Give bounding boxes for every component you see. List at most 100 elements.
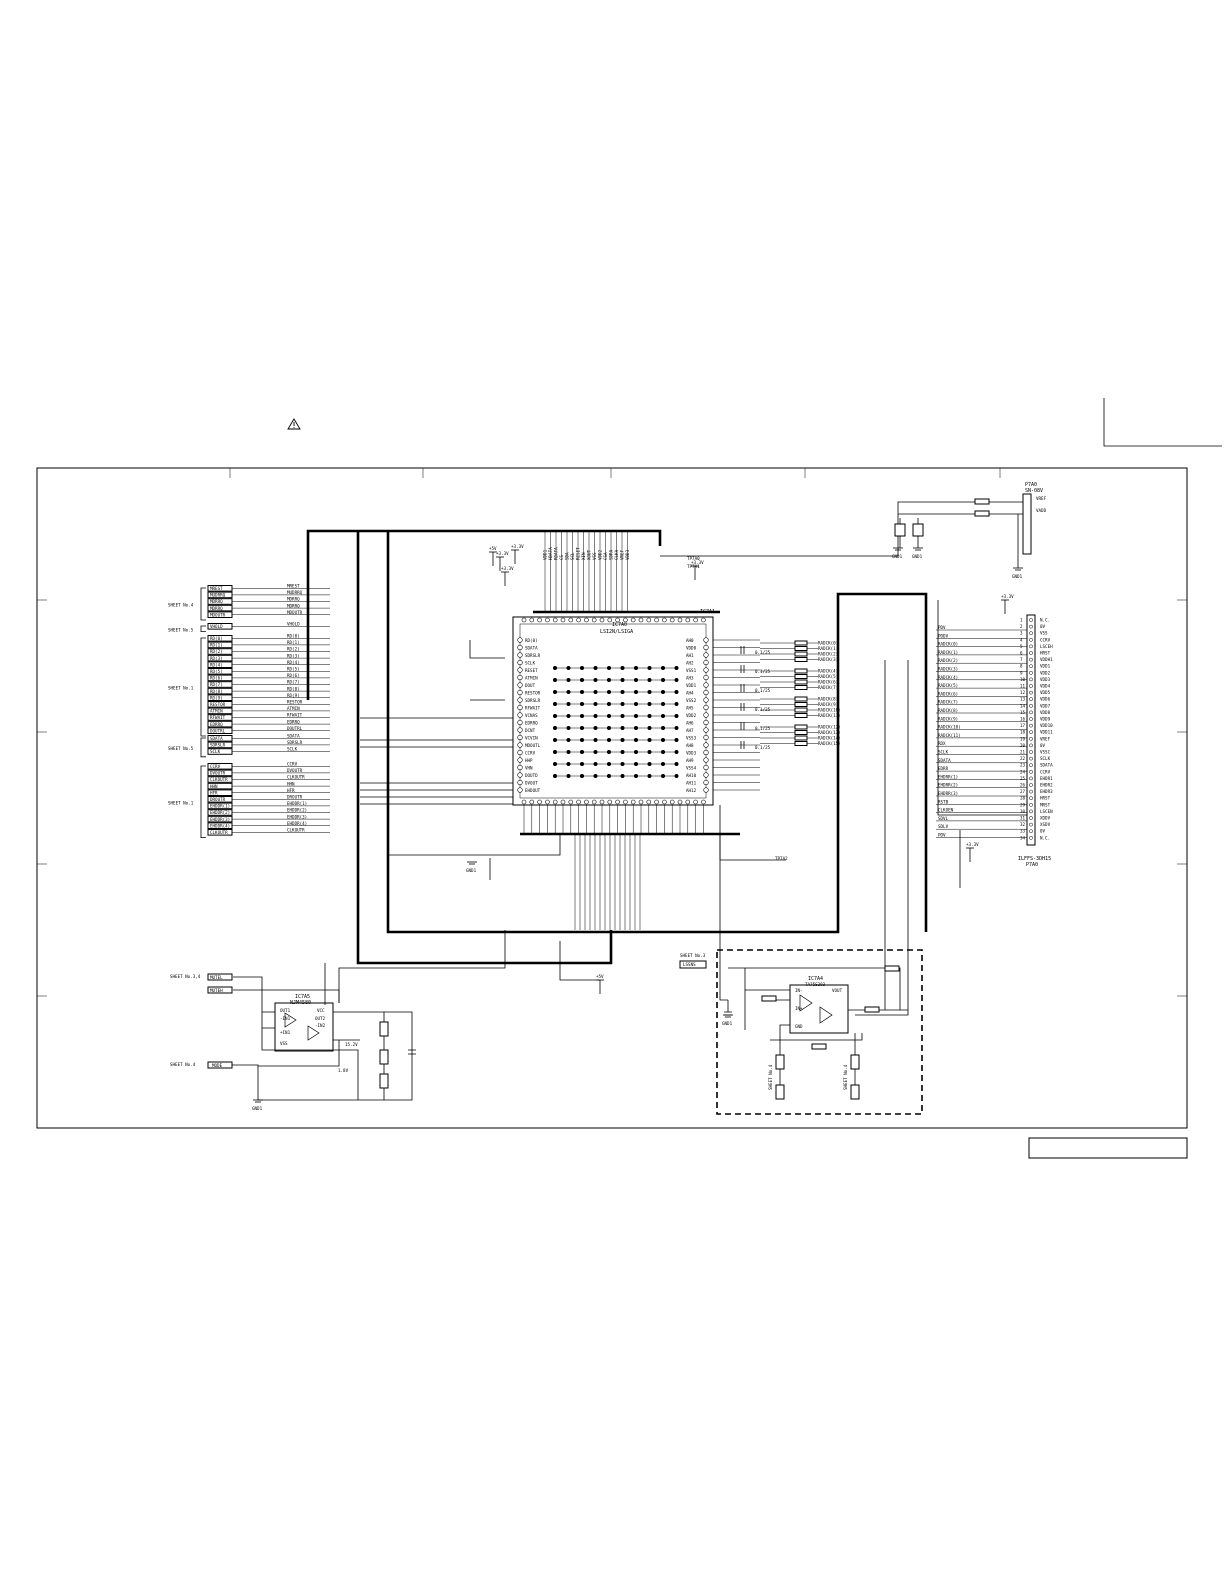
left-net-tag: EHDDR(2)	[210, 810, 230, 815]
sheet-ref-left-2: SHEET No.1	[168, 686, 194, 691]
ic-right-pin-label: VSS4	[686, 765, 697, 770]
resistor	[794, 707, 808, 713]
right-net-label: PDV	[938, 833, 946, 838]
connector-pin-label: CCRV	[1040, 769, 1051, 774]
right-net-label: SDATA	[938, 758, 951, 763]
left-net-tag: VHOLD	[210, 624, 223, 629]
connector-pin-label: VDD9	[1040, 717, 1051, 722]
resistor	[794, 730, 808, 735]
connector-pin-dot	[1029, 690, 1033, 695]
connector-pin-dot	[1029, 618, 1033, 622]
ic-pin-marker	[517, 787, 523, 793]
sheet-ref-left-0: SHEET No.4	[168, 603, 194, 608]
capacitor-value: 0.1/25	[755, 688, 771, 693]
power-label: +5V	[596, 974, 604, 979]
connector-pin-dot	[1029, 743, 1033, 748]
connector-pin-number: 24	[1020, 769, 1026, 774]
right-net-label: RADCK(10)	[938, 725, 961, 730]
sheet-ref-br-2: SHEET No.4	[843, 1064, 848, 1090]
left-net-tag: CCRV	[210, 764, 221, 769]
resistor	[794, 724, 808, 730]
ic-pin-marker	[560, 617, 566, 623]
connector-pin-label: LSCEN	[1040, 809, 1053, 814]
ic-pin-marker	[669, 799, 675, 805]
left-net-label: DOUTRL	[287, 726, 303, 731]
top-net-label: SDRA	[609, 549, 614, 560]
connector-pin-label: SDATA	[1040, 763, 1053, 768]
connector-pin-number: 10	[1020, 677, 1026, 682]
connector-pin-label: HRST	[1040, 796, 1051, 801]
connector-pin-number: 23	[1020, 763, 1026, 768]
main-ic-ref: IC7A0	[612, 622, 627, 628]
ic-left-pin-label: DCNT	[525, 728, 536, 733]
ground-label: GND1	[722, 1021, 733, 1026]
ic-pin-marker	[703, 682, 709, 688]
ic-pin-marker	[607, 799, 613, 805]
resistor-net-label: RADCK(10)	[818, 708, 841, 713]
connector-pin-dot	[1029, 697, 1033, 702]
test-point-2: TP7A2	[775, 856, 788, 861]
right-net-label: RDX	[938, 741, 946, 746]
top-net-label: RDATA	[554, 547, 559, 560]
connector-pin-number: 8	[1020, 664, 1023, 669]
top-net-label: VREF	[620, 549, 625, 560]
power-label: +5V	[489, 546, 497, 551]
resistor-net-label: RADCK(13)	[818, 730, 841, 735]
left-net-label: VHOLD	[287, 622, 300, 627]
top-net-label: VDD2	[598, 549, 603, 560]
ic-left-pin-label: CCRV	[525, 750, 536, 755]
top-net-label: SCL	[570, 552, 575, 560]
ic-right-pin-label: AH9	[686, 758, 694, 763]
connector-pin-label: XSDV	[1040, 822, 1051, 827]
ic-pin-marker	[703, 659, 709, 666]
left-net-tag: DOUTRL	[210, 728, 226, 733]
right-net-label: RADCK(7)	[938, 700, 958, 705]
resistor	[794, 696, 808, 702]
ic-pin-marker	[646, 617, 652, 623]
power-label: +3.3V	[1001, 594, 1014, 599]
right-net-label: EHDRR(3)	[938, 791, 958, 796]
ic-pin-marker	[615, 799, 620, 805]
connector-pin-label: XDDV	[1040, 816, 1051, 821]
ic-ball	[674, 762, 679, 766]
resistor	[794, 713, 808, 718]
ic-pin-marker	[703, 712, 709, 718]
zone-ticks	[37, 468, 1187, 997]
label-15v: 15.2V	[345, 1042, 358, 1047]
ic-right-pin-label: AH8	[686, 743, 694, 748]
left-net-tag: RD(1)	[210, 643, 223, 648]
connector-pin-number: 34	[1020, 835, 1026, 840]
connector-pin-number: 12	[1020, 690, 1026, 695]
left-net-tag: RD(2)	[210, 649, 223, 654]
right-net-label: RADCK(1)	[938, 650, 958, 655]
ic-pin-marker	[517, 689, 523, 696]
ic-pin-marker	[607, 617, 613, 623]
warning-icon	[287, 418, 301, 430]
left-net-label: EHDDR(2)	[287, 808, 307, 813]
ic-right-pin-label: VDD1	[686, 683, 697, 688]
right-connector-ref: P7A0	[1026, 862, 1038, 868]
resistor	[794, 640, 808, 646]
right-net-label: SCLK	[938, 750, 949, 755]
left-net-tag: RD(9)	[210, 695, 223, 700]
ic-pin-marker	[517, 674, 523, 681]
resistor-net-label: RADCK(1)	[818, 646, 838, 651]
title-block-corner	[1103, 398, 1222, 447]
opamp-left-pin-0: OUT1	[280, 1008, 291, 1013]
ic-pin-marker	[591, 799, 597, 805]
ic-right-pin-label: AH10	[686, 773, 697, 778]
power-label: +3.3V	[501, 566, 514, 571]
tr-connector-part: SN-08V	[1025, 488, 1043, 494]
connector-pin-label: EHDR2	[1040, 783, 1053, 788]
left-net-tag: RD(4)	[210, 662, 223, 667]
ic-left-pin-label: VCNAS	[525, 713, 538, 718]
ic-right-pin-label: VSS1	[686, 668, 697, 673]
right-net-labels: PDVPDDVRADCK(0)RADCK(1)RADCK(2)RADCK(3)R…	[936, 625, 1027, 838]
right-net-label: RADCK(0)	[938, 642, 958, 647]
ic-pin-marker	[529, 799, 535, 805]
ic-pin-marker	[701, 799, 706, 805]
ic-pin-marker	[545, 617, 550, 623]
connector-pin-dot	[1029, 796, 1033, 801]
